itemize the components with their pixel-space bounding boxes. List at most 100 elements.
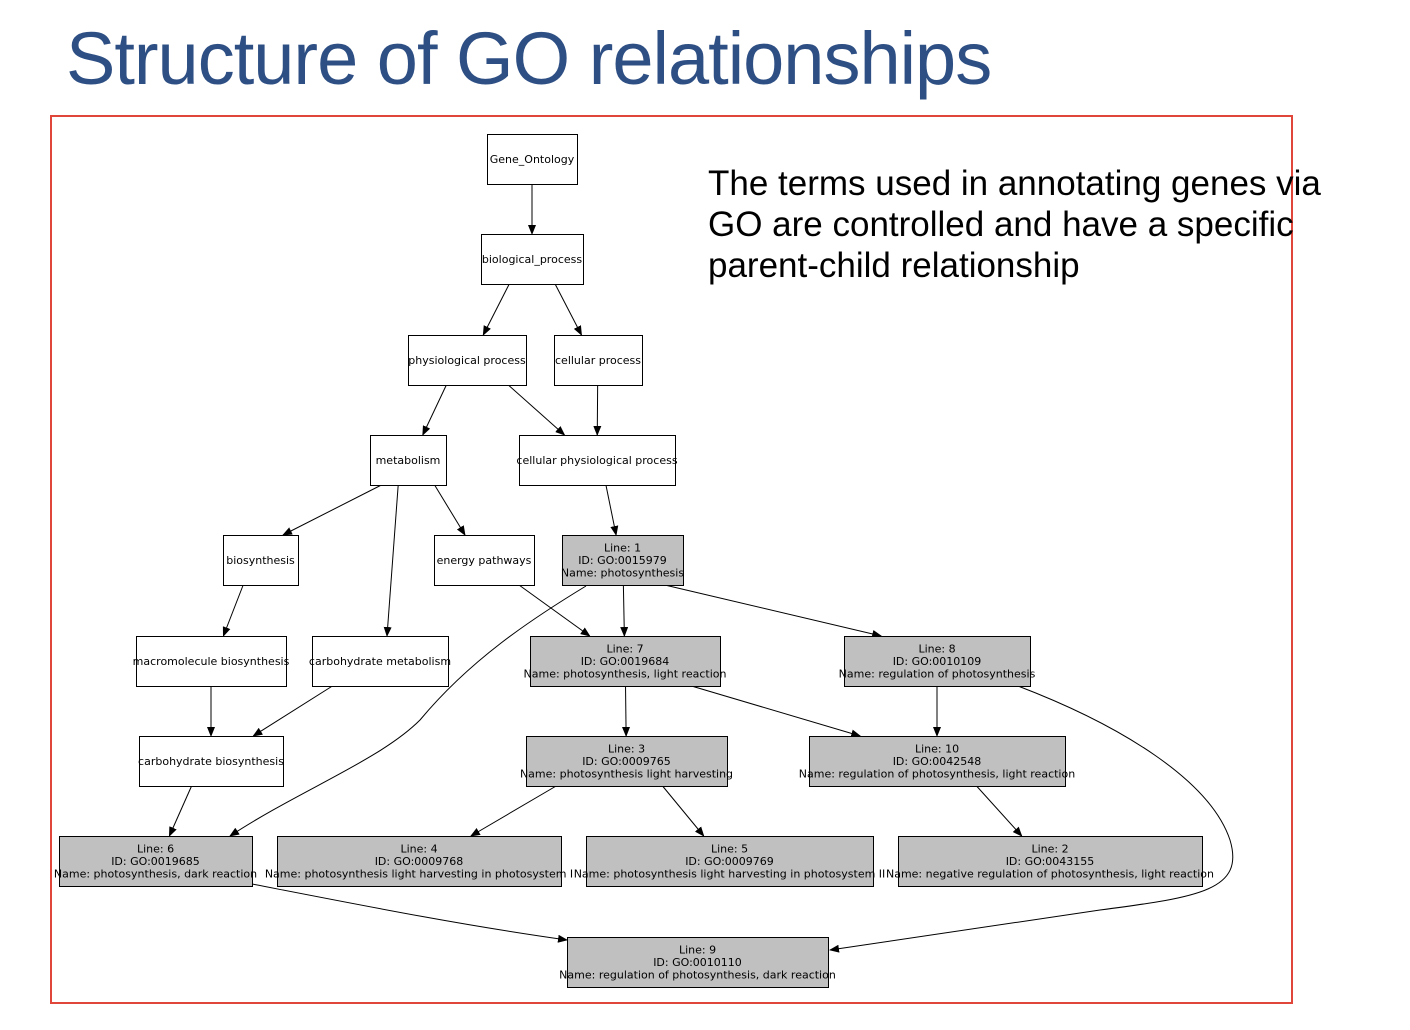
node-box-biosynthesis xyxy=(223,535,299,586)
node-box-line6 xyxy=(59,836,253,887)
node-box-cellular_physiological_process xyxy=(519,435,676,486)
node-macromolecule_biosynthesis: macromolecule biosynthesis xyxy=(133,636,290,687)
node-box-line8 xyxy=(844,636,1031,687)
node-label-line7-0: Line: 7 xyxy=(606,643,643,656)
description-text: The terms used in annotating genes via G… xyxy=(708,163,1398,286)
node-label-line5-0: Line: 5 xyxy=(711,843,748,856)
node-label-biological_process-0: biological_process xyxy=(482,253,582,266)
node-label-gene_ontology-0: Gene_Ontology xyxy=(490,153,575,166)
edge-physiological_process-to-cellular_physiological_process xyxy=(507,384,566,436)
node-box-metabolism xyxy=(370,435,447,486)
node-label-cellular_physiological_process-0: cellular physiological process xyxy=(516,454,677,467)
node-cellular_process: cellular process xyxy=(554,335,643,386)
node-box-physiological_process xyxy=(408,335,527,386)
node-label-carbohydrate_biosynthesis-0: carbohydrate biosynthesis xyxy=(138,755,284,768)
node-cellular_physiological_process: cellular physiological process xyxy=(516,435,678,486)
node-label-line9-0: Line: 9 xyxy=(679,944,716,957)
node-box-line10 xyxy=(809,736,1066,787)
node-label-line7-1: ID: GO:0019684 xyxy=(581,655,670,668)
edges-layer xyxy=(168,184,1234,953)
node-box-line3 xyxy=(526,736,728,787)
description-line-2: GO are controlled and have a specific xyxy=(708,205,1294,244)
node-box-line2 xyxy=(898,836,1203,887)
edge-metabolism-to-biosynthesis xyxy=(282,484,382,536)
edge-line8-to-line9 xyxy=(829,685,1234,953)
node-label-line9-1: ID: GO:0010110 xyxy=(653,956,742,969)
edge-line6-to-line9 xyxy=(251,883,568,943)
edge-energy_pathways-to-line7 xyxy=(518,584,591,637)
node-label-line10-0: Line: 10 xyxy=(915,743,959,756)
edge-line7-to-line10 xyxy=(691,685,862,738)
node-label-line3-2: Name: photosynthesis light harvesting xyxy=(520,768,733,781)
node-label-line1-2: Name: photosynthesis xyxy=(561,567,684,580)
node-box-biological_process xyxy=(481,234,584,285)
edge-line1-to-line6 xyxy=(229,585,587,837)
edge-physiological_process-to-metabolism xyxy=(422,384,447,436)
node-label-carbohydrate_metabolism-0: carbohydrate metabolism xyxy=(309,655,451,668)
edge-line3-to-line5 xyxy=(662,785,705,837)
node-carbohydrate_biosynthesis: carbohydrate biosynthesis xyxy=(138,736,284,787)
description-line-3: parent-child relationship xyxy=(708,246,1080,285)
edge-line10-to-line2 xyxy=(976,785,1023,837)
edge-biological_process-to-cellular_process xyxy=(554,283,582,336)
node-box-energy_pathways xyxy=(434,535,535,586)
node-label-physiological_process-0: physiological process xyxy=(408,354,526,367)
edge-metabolism-to-energy_pathways xyxy=(434,484,466,536)
node-box-line1 xyxy=(562,535,684,586)
node-box-macromolecule_biosynthesis xyxy=(136,636,287,687)
node-label-line8-2: Name: regulation of photosynthesis xyxy=(839,668,1036,681)
node-box-gene_ontology xyxy=(487,134,578,185)
node-label-line5-1: ID: GO:0009769 xyxy=(685,855,774,868)
node-biological_process: biological_process xyxy=(481,234,584,285)
node-box-line4 xyxy=(277,836,562,887)
node-label-macromolecule_biosynthesis-0: macromolecule biosynthesis xyxy=(133,655,290,668)
node-label-biosynthesis-0: biosynthesis xyxy=(226,554,295,567)
node-label-line6-1: ID: GO:0019685 xyxy=(111,855,200,868)
node-label-line2-2: Name: negative regulation of photosynthe… xyxy=(886,868,1214,881)
node-box-cellular_process xyxy=(554,335,643,386)
node-label-line2-0: Line: 2 xyxy=(1031,843,1068,856)
edge-carbohydrate_biosynthesis-to-line6 xyxy=(168,785,193,837)
edge-carbohydrate_metabolism-to-carbohydrate_biosynthesis xyxy=(252,685,333,737)
nodes-layer: Gene_Ontology biological_process physiolog… xyxy=(54,134,1214,988)
node-gene_ontology: Gene_Ontology xyxy=(487,134,578,185)
node-label-line4-1: ID: GO:0009768 xyxy=(375,855,464,868)
node-label-line5-2: Name: photosynthesis light harvesting in… xyxy=(574,868,886,881)
node-box-line9 xyxy=(567,937,829,988)
node-biosynthesis: biosynthesis xyxy=(223,535,299,586)
node-label-line8-0: Line: 8 xyxy=(918,643,955,656)
edge-metabolism-to-carbohydrate_metabolism xyxy=(383,484,399,637)
node-label-line10-2: Name: regulation of photosynthesis, ligh… xyxy=(799,768,1075,781)
node-label-line2-1: ID: GO:0043155 xyxy=(1006,855,1095,868)
description-line-1: The terms used in annotating genes via xyxy=(708,164,1321,203)
node-label-line4-2: Name: photosynthesis light harvesting in… xyxy=(265,868,573,881)
edge-cellular_physiological_process-to-line1 xyxy=(605,484,619,536)
node-label-line9-2: Name: regulation of photosynthesis, dark… xyxy=(559,969,836,982)
node-carbohydrate_metabolism: carbohydrate metabolism xyxy=(309,636,451,687)
node-box-line7 xyxy=(530,636,721,687)
slide-title: Structure of GO relationships xyxy=(66,17,992,100)
node-label-cellular_process-0: cellular process xyxy=(555,354,641,367)
node-label-metabolism-0: metabolism xyxy=(376,454,441,467)
node-label-line1-0: Line: 1 xyxy=(604,542,641,555)
node-label-line8-1: ID: GO:0010109 xyxy=(893,655,982,668)
node-box-line5 xyxy=(586,836,874,887)
node-label-line6-0: Line: 6 xyxy=(137,843,174,856)
edge-line7-to-line3 xyxy=(622,685,631,737)
node-energy_pathways: energy pathways xyxy=(434,535,535,586)
edge-line3-to-line4 xyxy=(470,785,557,837)
node-label-line6-2: Name: photosynthesis, dark reaction xyxy=(54,868,257,881)
node-label-line10-1: ID: GO:0042548 xyxy=(893,755,982,768)
node-label-line4-0: Line: 4 xyxy=(400,843,437,856)
